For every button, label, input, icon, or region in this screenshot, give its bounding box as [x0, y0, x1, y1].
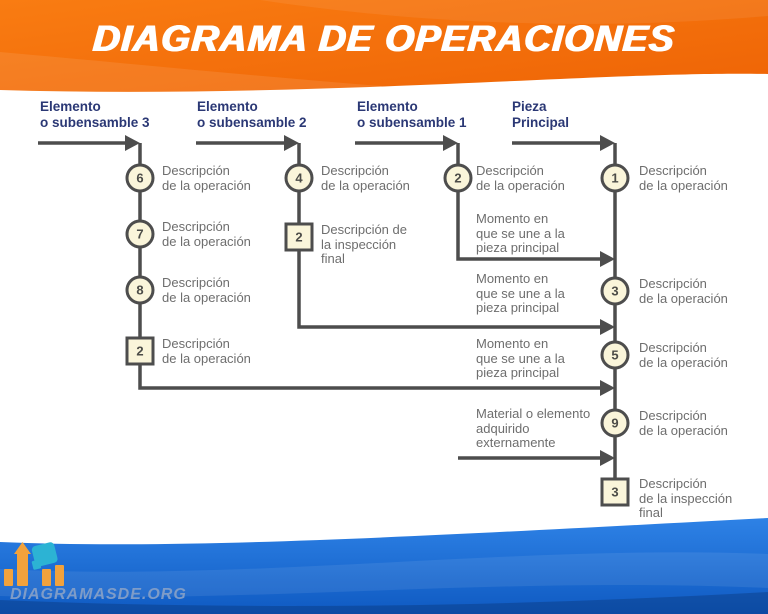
- operation-number: 1: [611, 170, 619, 186]
- footer-wave: [0, 518, 768, 614]
- external-material-label: Material o elemento adquirido externamen…: [476, 406, 591, 450]
- arrowhead-icon: [125, 135, 140, 151]
- operation-number: 6: [136, 170, 144, 186]
- junction-label: Momento en que se une a la pieza princip…: [476, 211, 565, 255]
- operation-symbol-1: 1: [600, 163, 630, 193]
- column-header-main-piece: Pieza Principal: [512, 99, 570, 130]
- inspection-number: 2: [295, 229, 303, 245]
- arrowhead-icon: [600, 319, 615, 335]
- arrowhead-icon: [284, 135, 299, 151]
- operation-label: Descripción de la operación: [639, 163, 728, 193]
- operation-number: 5: [611, 347, 619, 363]
- inspection-symbol-3: 3: [600, 477, 630, 507]
- operation-label: Descripción de la operación: [639, 408, 728, 438]
- inspection-label: Descripción de la inspección final: [321, 222, 407, 266]
- operation-label: Descripción de la operación: [321, 163, 410, 193]
- operation-label: Descripción de la operación: [162, 219, 251, 249]
- operation-symbol-5: 5: [600, 340, 630, 370]
- arrowhead-icon: [600, 251, 615, 267]
- arrowhead-icon: [443, 135, 458, 151]
- footer: DIAGRAMASDE.ORG: [0, 514, 768, 614]
- operation-symbol-8: 8: [125, 275, 155, 305]
- operation-number: 8: [136, 282, 144, 298]
- column-header-subassembly-1: Elemento o subensamble 1: [357, 99, 467, 130]
- arrowhead-icon: [600, 380, 615, 396]
- bar-chart-logo-icon: [4, 542, 64, 586]
- operation-symbol-7: 7: [125, 219, 155, 249]
- operation-symbol-9: 9: [600, 408, 630, 438]
- operation-label: Descripción de la operación: [639, 340, 728, 370]
- inspection-number: 2: [136, 343, 144, 359]
- operation-number: 3: [611, 283, 619, 299]
- operation-number: 2: [454, 170, 462, 186]
- operation-label: Descripción de la operación: [476, 163, 565, 193]
- inspection-symbol-2: 2: [125, 336, 155, 366]
- operation-symbol-6: 6: [125, 163, 155, 193]
- site-logo-text: DIAGRAMASDE.ORG: [10, 586, 187, 603]
- arrowhead-icon: [600, 450, 615, 466]
- operation-symbol-3: 3: [600, 276, 630, 306]
- operation-number: 4: [295, 170, 303, 186]
- inspection-symbol-2b: 2: [284, 222, 314, 252]
- flow-line-subassembly-2: [297, 143, 601, 329]
- operation-label: Descripción de la operación: [162, 163, 251, 193]
- junction-label: Momento en que se une a la pieza princip…: [476, 271, 565, 315]
- banner-background: [0, 0, 768, 96]
- inspection-number: 3: [611, 484, 619, 500]
- inspection-label: Descripción de la operación: [162, 336, 251, 366]
- column-header-subassembly-2: Elemento o subensamble 2: [197, 99, 307, 130]
- operation-symbol-2: 2: [443, 163, 473, 193]
- inspection-label: Descripción de la inspección final: [639, 476, 733, 520]
- header-banner: DIAGRAMA DE OPERACIONES: [0, 0, 768, 96]
- operation-number: 9: [611, 415, 619, 431]
- operation-symbol-4: 4: [284, 163, 314, 193]
- column-header-subassembly-3: Elemento o subensamble 3: [40, 99, 150, 130]
- operation-label: Descripción de la operación: [639, 276, 728, 306]
- operation-label: Descripción de la operación: [162, 275, 251, 305]
- junction-label: Momento en que se une a la pieza princip…: [476, 336, 565, 380]
- arrowhead-icon: [600, 135, 615, 151]
- operation-number: 7: [136, 226, 144, 242]
